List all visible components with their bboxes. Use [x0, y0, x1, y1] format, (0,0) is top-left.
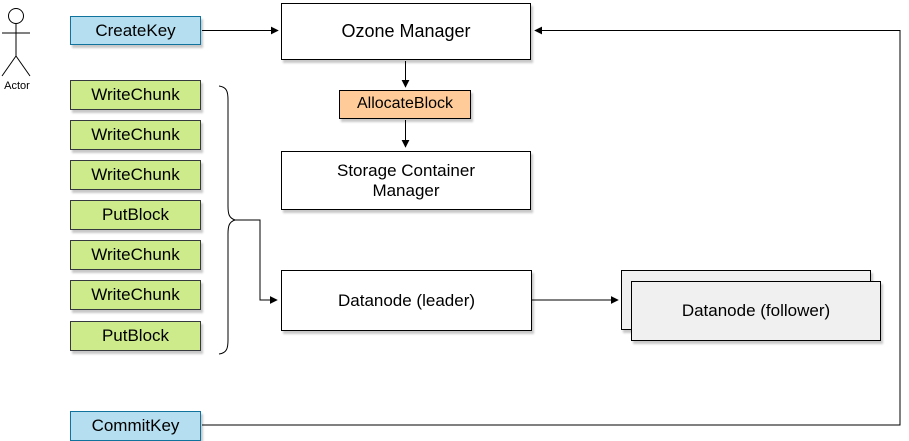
- node-write-chunk-3: WriteChunk: [70, 160, 201, 190]
- node-create-key: CreateKey: [70, 16, 201, 45]
- node-write-chunk-4: WriteChunk: [70, 240, 201, 270]
- node-write-chunk-2: WriteChunk: [70, 120, 201, 150]
- node-allocate-block: AllocateBlock: [339, 90, 471, 119]
- actor-label: Actor: [4, 80, 30, 92]
- node-storage-container-manager: Storage Container Manager: [281, 151, 531, 210]
- node-write-chunk-5: WriteChunk: [70, 280, 201, 310]
- connector-commitkey-to-ozone-manager: [202, 26, 901, 426]
- connector-calls-to-datanode-leader: [235, 219, 278, 304]
- actor-icon: [1, 8, 31, 77]
- storage-container-manager-label: Storage Container Manager: [337, 160, 475, 200]
- node-put-block-2: PutBlock: [70, 321, 201, 351]
- node-ozone-manager: Ozone Manager: [281, 3, 531, 60]
- node-put-block-1: PutBlock: [70, 200, 201, 230]
- calls-group-brace: [218, 85, 237, 355]
- node-datanode-leader: Datanode (leader): [281, 270, 532, 331]
- node-write-chunk-1: WriteChunk: [70, 80, 201, 110]
- node-datanode-follower: Datanode (follower): [631, 281, 881, 341]
- node-commit-key: CommitKey: [70, 411, 201, 441]
